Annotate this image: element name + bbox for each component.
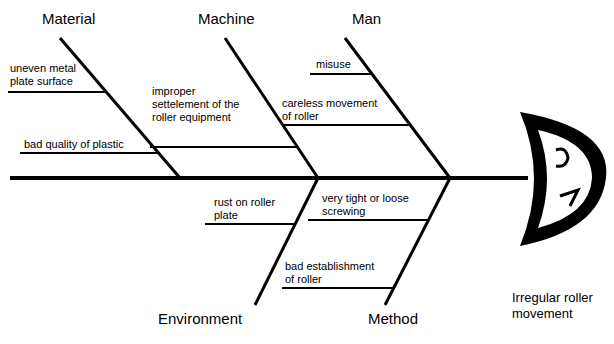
sub-bone	[205, 223, 295, 225]
effect-label: Irregular roller movement	[512, 290, 610, 321]
category-label: Machine	[198, 10, 288, 28]
fish-eye	[556, 149, 568, 166]
cause-label: improper settelement of the roller equip…	[152, 85, 242, 125]
sub-bone	[310, 73, 372, 75]
cause-label: careless movement of roller	[282, 97, 382, 123]
cause-label: misuse	[316, 58, 356, 71]
sub-bone	[282, 287, 394, 289]
fish-head-inner	[538, 130, 592, 228]
category-label: Method	[368, 310, 438, 328]
cause-label: bad establishment of roller	[285, 260, 385, 286]
cause-label: bad quality of plastic	[24, 138, 154, 151]
fish-head	[520, 112, 606, 246]
category-label: Material	[42, 10, 132, 28]
category-label: Environment	[158, 310, 258, 328]
sub-bone	[308, 219, 429, 221]
cause-label: uneven metal plate surface	[10, 62, 92, 88]
sub-bone	[20, 152, 159, 154]
cause-label: very tight or loose screwing	[322, 192, 422, 218]
sub-bone	[8, 91, 106, 93]
sub-bone	[282, 124, 410, 126]
cause-label: rust on roller plate	[214, 196, 292, 222]
sub-bone	[150, 146, 297, 148]
fish-mouth	[560, 190, 578, 206]
category-label: Man	[352, 10, 412, 28]
